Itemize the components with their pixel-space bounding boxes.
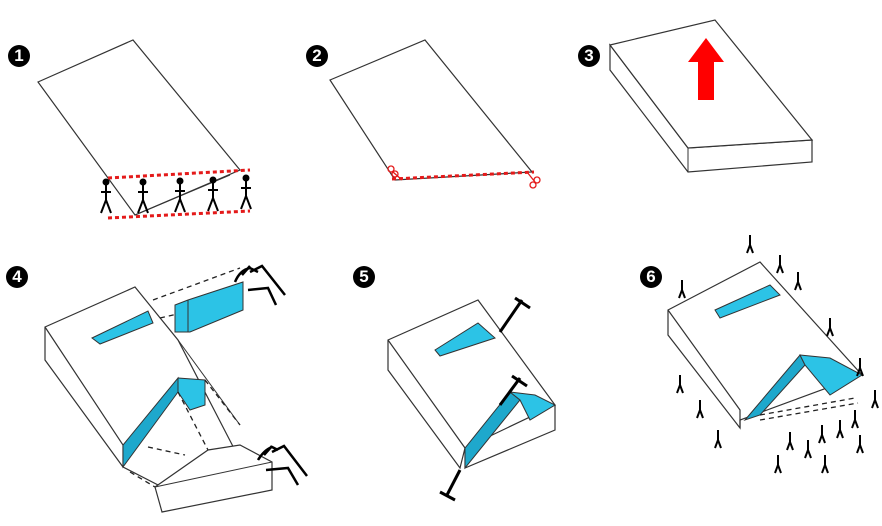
hammer-icon [439,296,531,502]
step-3-badge: 3 [578,45,600,67]
step-5-badge: 5 [353,266,375,288]
step-1-sheet [37,39,251,220]
hand-icon [256,444,308,486]
crowd-people-icons [676,235,879,474]
scissors-icon [387,165,403,181]
step-2-badge: 2 [306,45,328,67]
step-2-sheet [329,39,535,181]
step-4-badge: 4 [6,266,28,288]
scissors-icon [526,171,541,189]
extracted-piece [174,281,244,333]
hand-icon [233,264,286,306]
up-arrow-icon [688,38,724,100]
step-6-badge: 6 [640,266,662,288]
step-5-block [387,299,557,470]
step-4-block [44,267,241,488]
step-1-badge: 1 [8,45,30,67]
step-6-block [667,261,864,430]
pulled-slab [154,444,273,513]
people-icons [100,174,252,214]
